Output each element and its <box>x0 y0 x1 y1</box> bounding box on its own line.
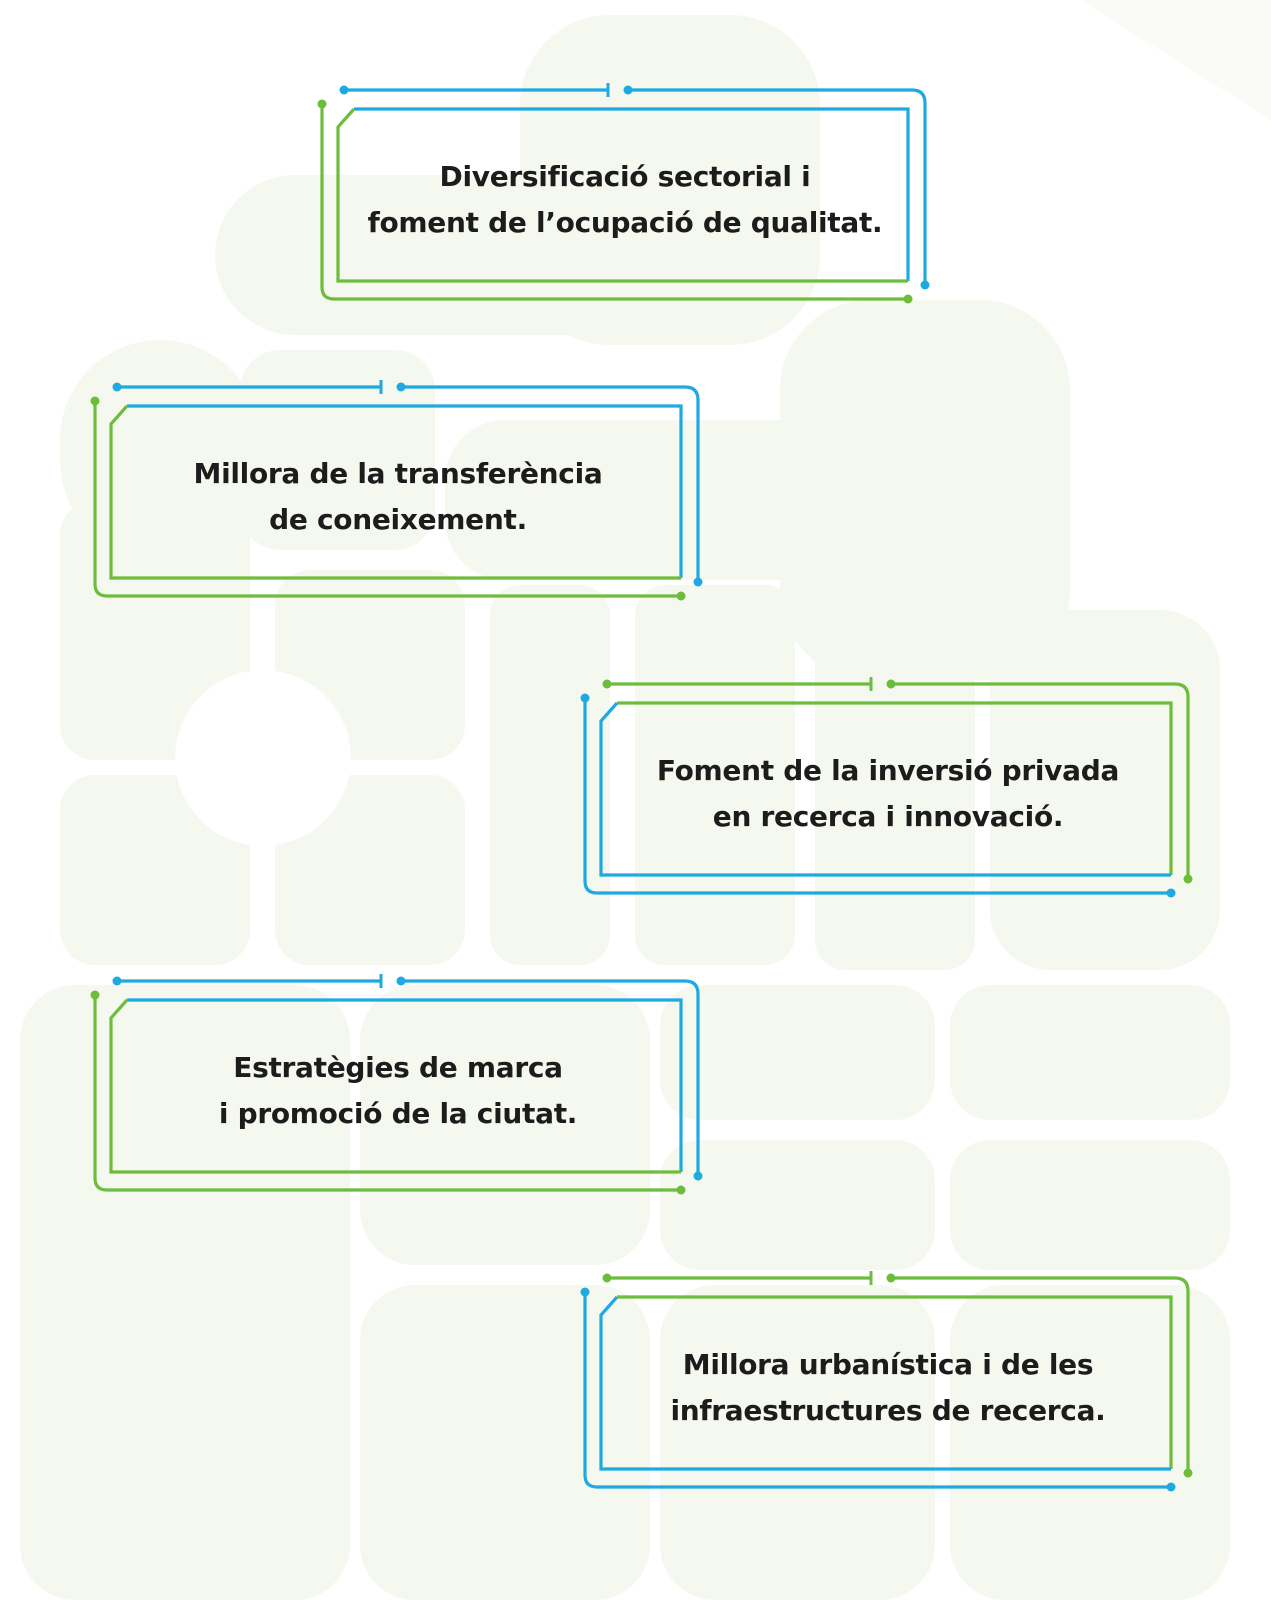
connector-dot <box>920 280 930 290</box>
box-label-line: Diversificació sectorial i <box>439 160 811 193</box>
connector-dot <box>676 591 686 601</box>
connector-dot <box>1183 874 1193 884</box>
connector-dot <box>602 1273 612 1283</box>
box-frame <box>317 83 930 304</box>
box-label-line: de coneixement. <box>269 503 527 536</box>
connector-dot <box>90 396 100 406</box>
box-label: Millora urbanística i de les infraestruct… <box>603 1303 1173 1473</box>
outer-frame-line <box>320 104 908 301</box>
box-label-line: i promoció de la ciutat. <box>218 1097 578 1130</box>
outer-frame-line <box>583 1292 1171 1489</box>
top-right-frame-line <box>891 682 1190 879</box>
outer-frame-line <box>93 401 681 598</box>
box-label: Millora de la transferència de coneixemen… <box>113 412 683 582</box>
inner-frame-left-bottom <box>599 1295 1171 1471</box>
connector-dot <box>396 976 406 986</box>
connector-dot <box>602 679 612 689</box>
box-label-line: Estratègies de marca <box>233 1051 563 1084</box>
diagram-box-5: Millora urbanística i de les infraestruct… <box>580 1271 1193 1493</box>
connector-dot <box>317 99 327 109</box>
box-frame <box>90 974 703 1195</box>
connector-dot <box>676 1185 686 1195</box>
inner-frame-left-bottom <box>336 107 908 283</box>
connector-dot <box>886 1273 896 1283</box>
diagram-box-4: Estratègies de marca i promoció de la ciu… <box>90 974 703 1196</box>
box-label-line: Millora de la transferència <box>193 457 603 490</box>
diagram-box-3: Foment de la inversió privada en recerca … <box>580 677 1193 899</box>
top-right-frame-line <box>891 1276 1190 1473</box>
diagram-box-2: Millora de la transferència de coneixemen… <box>90 380 703 602</box>
connector-dot <box>1183 1468 1193 1478</box>
inner-frame-top-right <box>617 701 1173 875</box>
diagram-box-1: Diversificació sectorial i foment de l’oc… <box>317 83 930 305</box>
inner-frame-left-bottom <box>599 701 1171 877</box>
top-right-frame-line <box>628 88 927 285</box>
connector-dot <box>580 1287 590 1297</box>
box-label-line: Foment de la inversió privada <box>656 754 1120 787</box>
connector-dot <box>396 382 406 392</box>
box-label-line: en recerca i innovació. <box>712 800 1064 833</box>
outer-frame-line <box>93 995 681 1192</box>
box-label-line: infraestructures de recerca. <box>670 1394 1106 1427</box>
inner-frame-top-right <box>127 404 683 578</box>
connector-dot <box>623 85 633 95</box>
inner-frame-left-bottom <box>109 404 681 580</box>
box-label: Foment de la inversió privada en recerca … <box>603 709 1173 879</box>
top-right-frame-line <box>401 979 700 1176</box>
connector-dot <box>1166 1482 1176 1492</box>
connector-dot <box>903 294 913 304</box>
connector-dot <box>339 85 349 95</box>
box-frame <box>90 380 703 601</box>
connector-dot <box>886 679 896 689</box>
connector-dot <box>580 693 590 703</box>
box-label-line: foment de l’ocupació de qualitat. <box>367 206 883 239</box>
connector-dot <box>1166 888 1176 898</box>
box-frame <box>580 1271 1193 1492</box>
box-label-line: Millora urbanística i de les <box>682 1348 1094 1381</box>
connector-dot <box>90 990 100 1000</box>
inner-frame-top-right <box>127 998 683 1172</box>
outer-frame-line <box>583 698 1171 895</box>
box-label: Diversificació sectorial i foment de l’oc… <box>340 115 910 285</box>
connector-dot <box>693 1171 703 1181</box>
inner-frame-left-bottom <box>109 998 681 1174</box>
connector-dot <box>112 382 122 392</box>
box-label: Estratègies de marca i promoció de la ciu… <box>113 1006 683 1176</box>
inner-frame-top-right <box>617 1295 1173 1469</box>
top-right-frame-line <box>401 385 700 582</box>
inner-frame-top-right <box>354 107 910 281</box>
connector-dot <box>693 577 703 587</box>
box-frame <box>580 677 1193 898</box>
connector-dot <box>112 976 122 986</box>
